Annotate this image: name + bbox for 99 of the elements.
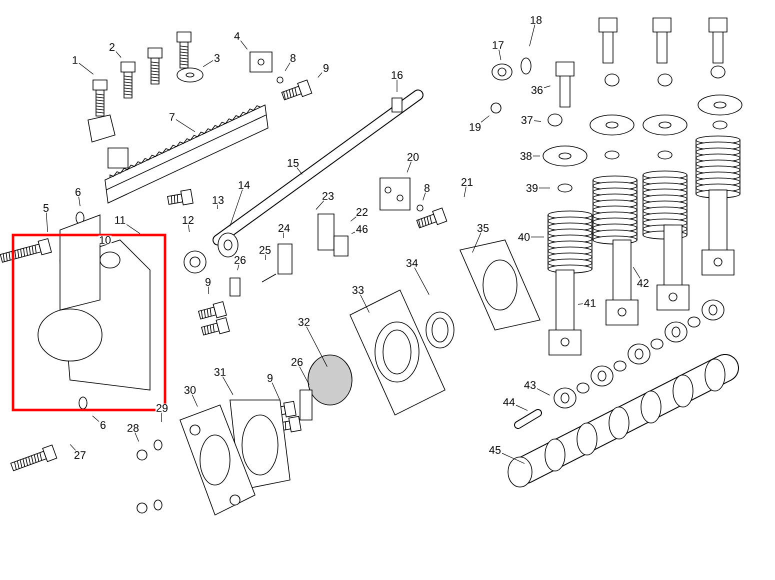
leader-line [516, 404, 528, 411]
callout-number: 25 [258, 246, 272, 254]
leader-line [318, 72, 322, 78]
leader-line [406, 161, 412, 173]
leader-line [284, 62, 290, 72]
callout-number: 43 [523, 380, 537, 390]
callout-number: 37 [520, 116, 534, 124]
callout-number: 3 [213, 54, 221, 62]
leader-line [480, 115, 490, 123]
callout-number: 8 [423, 184, 431, 192]
leader-line [396, 79, 398, 92]
leader-line [272, 382, 280, 400]
callout-number: 9 [204, 278, 212, 286]
leader-line [230, 189, 243, 227]
leader-line [316, 200, 324, 210]
callout-number: 12 [181, 216, 195, 224]
callout-number: 30 [183, 386, 197, 394]
callout-number: 33 [351, 286, 365, 294]
leader-line [134, 432, 139, 442]
callout-number: 8 [289, 54, 297, 62]
callout-number: 7 [168, 112, 176, 122]
callout-number: 6 [99, 420, 107, 430]
callout-number: 18 [529, 16, 543, 24]
leader-line [78, 196, 80, 206]
callout-number: 5 [42, 204, 50, 212]
callout-number: 10 [98, 236, 112, 244]
leader-line [240, 40, 248, 50]
callout-number: 4 [233, 32, 241, 40]
leader-line [188, 224, 190, 232]
leader-line [161, 412, 162, 422]
leader-line [498, 49, 502, 60]
leader-line [534, 120, 542, 122]
leader-line [217, 204, 218, 210]
leader-line [502, 452, 525, 464]
callout-number: 2 [108, 42, 116, 52]
leader-line [536, 388, 550, 396]
callout-number: 46 [355, 224, 369, 234]
callout-number: 24 [277, 224, 291, 232]
callout-number: 23 [321, 192, 335, 200]
leader-line [529, 24, 536, 46]
leader-line [78, 62, 94, 75]
callout-number: 26 [233, 256, 247, 264]
leader-line [306, 326, 328, 367]
callout-number: 38 [519, 152, 533, 160]
callout-number: 20 [406, 152, 420, 162]
leader-line [116, 51, 122, 58]
leader-line [283, 232, 284, 238]
leader-line [422, 192, 426, 201]
callout-number: 39 [525, 184, 539, 192]
callout-number: 19 [468, 122, 482, 132]
callout-number: 1 [71, 56, 79, 64]
leader-line [70, 444, 76, 451]
callout-number: 32 [297, 318, 311, 326]
leader-line [544, 86, 551, 88]
callout-number: 17 [491, 40, 505, 50]
leader-line [578, 303, 584, 305]
callout-number: 11 [114, 216, 126, 224]
leader-line [192, 394, 198, 407]
leader-line [126, 224, 140, 234]
callout-number: 31 [213, 368, 227, 376]
callout-number: 44 [502, 398, 516, 406]
leader-line [414, 267, 430, 295]
callout-number: 35 [476, 224, 490, 232]
callout-number: 40 [517, 232, 531, 242]
callout-number: 21 [460, 178, 474, 186]
callout-number: 41 [583, 298, 597, 308]
leader-line [464, 186, 466, 198]
callout-number: 6 [74, 188, 82, 196]
callout-number: 15 [286, 158, 300, 168]
leader-line [202, 60, 214, 68]
leader-line [632, 266, 640, 279]
callout-number: 13 [211, 196, 225, 204]
callout-number: 9 [322, 64, 330, 72]
leader-line [472, 232, 482, 253]
leader-line [208, 286, 209, 294]
callout-number: 34 [405, 258, 419, 268]
callout-number: 14 [237, 180, 251, 190]
leader-line [299, 366, 310, 385]
leader-line [296, 167, 302, 175]
leader-line [530, 236, 544, 238]
callout-number: 45 [488, 446, 502, 454]
callout-number: 26 [290, 358, 304, 366]
callout-number: 36 [530, 86, 544, 94]
leader-line [350, 216, 356, 222]
leader-line [222, 376, 234, 396]
leader-line [92, 416, 100, 422]
callout-number: 42 [636, 278, 650, 288]
leader-line [176, 119, 196, 132]
leader-line [46, 212, 48, 232]
callout-number: 27 [73, 450, 87, 460]
leader-line [237, 264, 240, 270]
callout-number: 16 [390, 70, 404, 80]
callout-number: 28 [126, 424, 140, 432]
callout-number: 22 [355, 208, 369, 216]
callout-number: 29 [155, 404, 169, 412]
leader-line [351, 232, 356, 234]
leader-line [265, 254, 266, 260]
leader-line [360, 294, 370, 313]
callout-number: 9 [266, 374, 274, 382]
